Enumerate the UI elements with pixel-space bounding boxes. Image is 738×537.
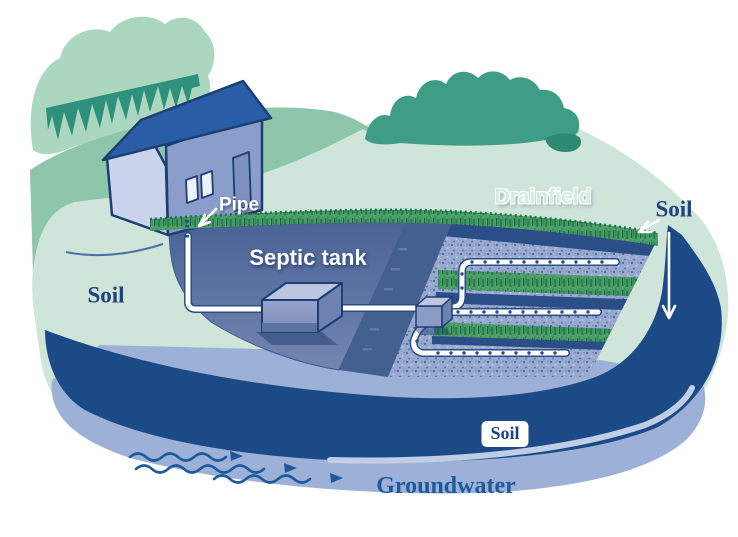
deep-soil-layer bbox=[45, 225, 722, 462]
house-window bbox=[200, 170, 214, 199]
groundwater-flow-arrows bbox=[128, 451, 343, 484]
groundwater-highlight bbox=[327, 385, 695, 464]
drainfield-label: Drainfield bbox=[494, 185, 592, 209]
house bbox=[101, 79, 273, 237]
house-door bbox=[232, 151, 252, 212]
distribution-box bbox=[412, 296, 453, 335]
septic-tank bbox=[256, 282, 343, 345]
soil-arrow-short bbox=[637, 218, 661, 234]
soil-label-left: Soil bbox=[87, 282, 125, 308]
soil-label-right: Soil bbox=[655, 196, 693, 222]
surface-line bbox=[65, 243, 164, 257]
pipe-label: Pipe bbox=[218, 194, 260, 216]
soil-arrow-long bbox=[661, 231, 677, 320]
septic-tank-label: Septic tank bbox=[249, 245, 367, 270]
pipe-arrow bbox=[197, 207, 218, 228]
pipe-perforations bbox=[415, 260, 604, 355]
pit-wall bbox=[339, 222, 455, 377]
house-window bbox=[185, 175, 199, 204]
bush-shadow bbox=[545, 133, 582, 152]
grass-strip bbox=[150, 209, 658, 246]
trees-icon bbox=[46, 74, 200, 140]
bush-icon bbox=[365, 71, 580, 146]
groundwater-label: Groundwater bbox=[376, 473, 516, 499]
house-roof bbox=[101, 79, 273, 162]
soil-badge: Soil bbox=[481, 421, 529, 447]
